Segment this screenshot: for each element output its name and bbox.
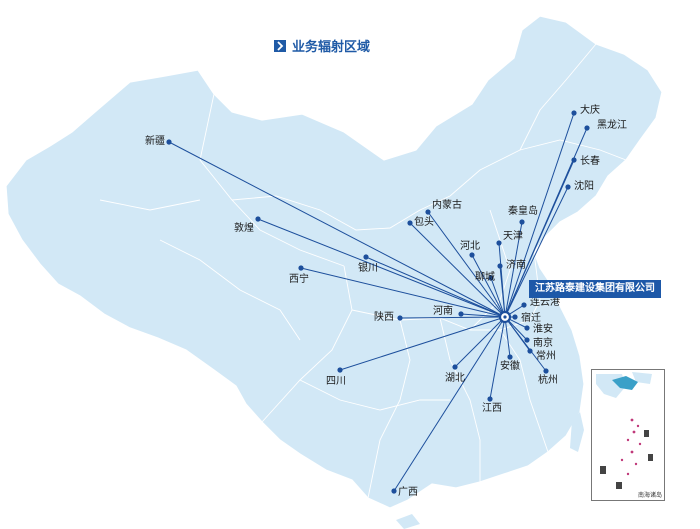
route-line xyxy=(504,221,523,318)
city-label: 敦煌 xyxy=(234,223,254,234)
city-dot xyxy=(571,110,577,116)
city-dot xyxy=(524,325,530,331)
route-line xyxy=(399,316,506,319)
route-line xyxy=(489,316,506,400)
city-label: 银川 xyxy=(358,263,378,274)
city-dot xyxy=(255,216,261,222)
city-label: 湖北 xyxy=(445,373,465,384)
hainan-island xyxy=(396,514,420,529)
route-line xyxy=(504,186,569,318)
city-dot xyxy=(425,209,431,215)
route-line xyxy=(339,316,506,371)
city-label: 四川 xyxy=(326,376,346,387)
city-dot xyxy=(166,139,172,145)
city-dot xyxy=(363,254,369,260)
city-label: 河北 xyxy=(460,241,480,252)
title-text: 业务辐射区域 xyxy=(292,40,371,55)
city-dot xyxy=(488,275,494,281)
route-line xyxy=(257,218,506,318)
city-label: 大庆 xyxy=(580,105,600,116)
city-dot xyxy=(565,184,571,190)
city-label: 新疆 xyxy=(145,136,165,147)
inset-label: 南海诸岛 xyxy=(637,492,662,499)
route-line xyxy=(365,256,506,318)
city-label: 黑龙江 xyxy=(597,120,627,131)
city-dot xyxy=(452,364,458,370)
city-dot xyxy=(512,314,518,320)
city-dot xyxy=(397,315,403,321)
city-label: 包头 xyxy=(414,217,434,228)
inset-map xyxy=(596,372,653,489)
city-dot xyxy=(571,157,577,163)
city-label: 沈阳 xyxy=(574,181,594,192)
city-dot xyxy=(458,311,464,317)
city-label: 长春 xyxy=(580,156,600,167)
route-line xyxy=(300,267,506,318)
hub-marker xyxy=(498,310,512,324)
city-label: 广西 xyxy=(398,487,418,498)
route-line xyxy=(504,112,575,318)
city-label: 杭州 xyxy=(538,375,558,386)
city-label: 河南 xyxy=(433,306,453,317)
city-dot xyxy=(543,368,549,374)
city-dot xyxy=(524,337,530,343)
city-dot xyxy=(391,488,397,494)
city-dot xyxy=(497,263,503,269)
chevron-right-icon xyxy=(274,39,286,52)
city-label: 安徽 xyxy=(500,361,520,372)
city-label: 常州 xyxy=(536,351,556,362)
route-line xyxy=(504,316,547,372)
route-line xyxy=(499,265,506,318)
map-title: 业务辐射区域 xyxy=(274,36,370,55)
route-line xyxy=(490,277,506,318)
route-line xyxy=(427,211,506,318)
city-dot xyxy=(584,125,590,131)
city-label: 天津 xyxy=(503,231,523,242)
city-label: 南京 xyxy=(533,338,553,349)
route-line xyxy=(504,316,511,358)
city-label: 西宁 xyxy=(289,274,309,285)
route-line xyxy=(168,141,506,318)
city-label: 江西 xyxy=(482,403,502,414)
company-label: 江苏路泰建设集团有限公司 xyxy=(529,280,661,298)
city-label: 济南 xyxy=(506,260,526,271)
city-label: 秦皇岛 xyxy=(508,206,538,217)
south-china-sea-inset: 南海诸岛 xyxy=(591,369,665,501)
city-dot xyxy=(469,252,475,258)
city-dot xyxy=(527,348,533,354)
city-label: 聊城 xyxy=(475,272,495,283)
city-dot xyxy=(407,220,413,226)
city-dot xyxy=(496,240,502,246)
city-dot xyxy=(487,396,493,402)
city-label: 内蒙古 xyxy=(432,200,462,211)
city-label: 淮安 xyxy=(533,324,553,335)
city-dot xyxy=(521,302,527,308)
city-dot xyxy=(519,219,525,225)
route-line xyxy=(471,254,506,318)
province-borders xyxy=(99,43,627,499)
city-dot xyxy=(298,265,304,271)
city-label: 陕西 xyxy=(374,312,394,323)
route-line xyxy=(409,222,506,318)
route-line xyxy=(393,316,506,492)
route-line xyxy=(504,159,575,318)
city-dot xyxy=(507,354,513,360)
taiwan-island xyxy=(570,412,584,452)
city-dots xyxy=(166,110,590,494)
route-line xyxy=(454,316,506,368)
city-dot xyxy=(337,367,343,373)
city-label: 宿迁 xyxy=(521,313,541,324)
city-label: 连云港 xyxy=(530,297,560,308)
route-line xyxy=(460,313,506,318)
